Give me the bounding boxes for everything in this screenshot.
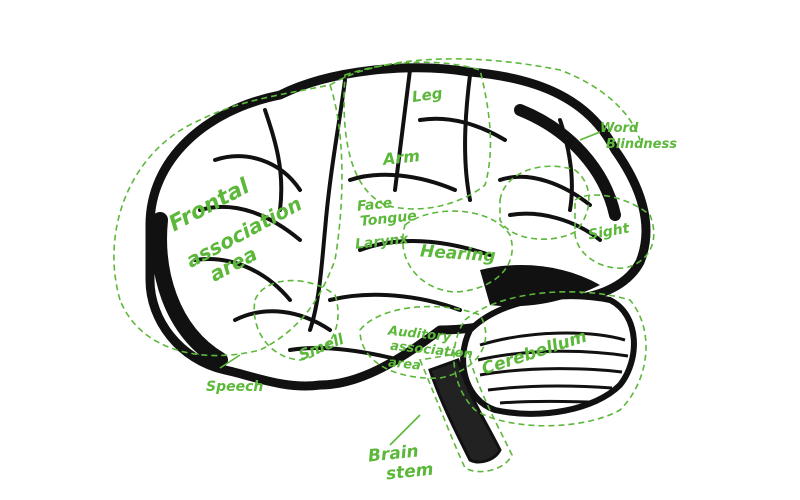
frontal-shading xyxy=(151,212,228,368)
outline-top xyxy=(329,58,641,141)
outline-hearing xyxy=(402,210,513,293)
label-leg: Leg xyxy=(410,83,444,107)
outline-brain-stem xyxy=(418,351,513,473)
leader-lines xyxy=(219,131,601,446)
gyri-lines xyxy=(193,68,602,362)
outline-cerebellum xyxy=(453,291,647,427)
label-blindness: Blindness xyxy=(606,137,677,152)
label-stem: stem xyxy=(385,459,435,485)
brain-stem xyxy=(428,358,502,464)
label-word: Word xyxy=(600,121,639,136)
label-speech: Speech xyxy=(206,379,264,395)
outline-sight xyxy=(574,194,655,269)
temporal-shading xyxy=(480,265,600,307)
outline-auditory xyxy=(359,305,487,379)
occipital-shading xyxy=(514,104,621,221)
outline-frontal xyxy=(113,84,343,357)
label-arm: Arm xyxy=(382,146,421,169)
outline-motor xyxy=(343,61,492,210)
outline-word-blindness xyxy=(499,165,590,240)
outline-smell xyxy=(253,279,339,361)
label-auditory-area: area xyxy=(387,355,422,374)
region-outlines xyxy=(113,58,655,473)
